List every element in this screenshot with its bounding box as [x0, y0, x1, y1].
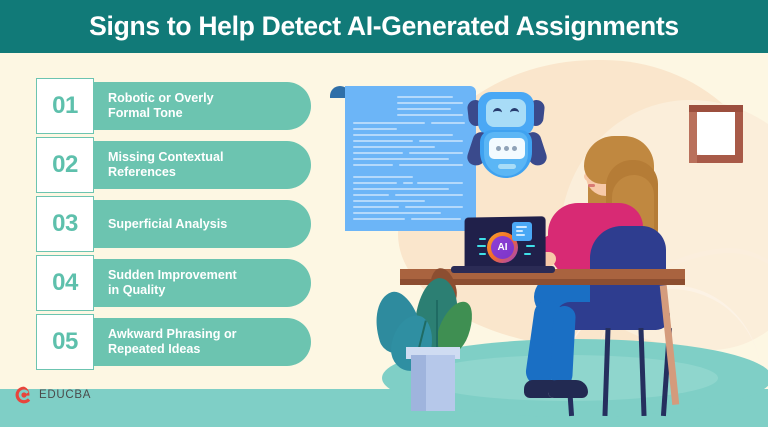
list-item-pill: Sudden Improvement in Quality	[66, 259, 311, 307]
document-text-line	[441, 114, 459, 116]
document-text-line	[397, 114, 463, 116]
document-text-line	[353, 152, 403, 154]
robot-eye-left	[493, 108, 502, 116]
document-text-line	[353, 176, 413, 178]
document-text-line	[423, 108, 451, 110]
list-item-number: 03	[52, 210, 78, 237]
document-text-line	[353, 188, 449, 190]
list-item-number: 04	[52, 269, 78, 296]
document-text-line	[419, 140, 463, 142]
document-text-line	[431, 122, 465, 124]
document-text-line	[397, 102, 463, 104]
laptop-base	[451, 266, 555, 273]
wall-picture-frame	[689, 105, 743, 163]
plant-pot-shadow	[411, 355, 426, 411]
list-item-number-box: 05	[36, 314, 94, 370]
desk-edge	[400, 279, 685, 285]
document-icon-line	[516, 230, 523, 232]
list-item-label: Missing Contextual References	[108, 150, 224, 179]
person-shoe	[548, 380, 588, 398]
document-text-line	[353, 140, 413, 142]
person-lips	[588, 184, 595, 187]
robot-typing-dot	[504, 146, 509, 151]
document-icon-line	[516, 226, 527, 228]
list-item[interactable]: Awkward Phrasing or Repeated Ideas 05	[36, 314, 311, 370]
list-item-pill: Robotic or Overly Formal Tone	[66, 82, 311, 130]
list-item-number: 01	[52, 92, 78, 119]
robot-face-screen	[486, 99, 526, 127]
document-text-line	[409, 152, 463, 154]
document-text-line	[353, 164, 393, 166]
document-sheet	[345, 86, 476, 231]
list-item-number-box: 02	[36, 137, 94, 193]
educba-mark-icon	[14, 385, 34, 405]
document-icon	[512, 222, 532, 241]
document-icon-line	[516, 234, 525, 236]
list-item-label: Robotic or Overly Formal Tone	[108, 91, 214, 120]
document-text-line	[399, 164, 463, 166]
list-item[interactable]: Superficial Analysis 03	[36, 196, 311, 252]
document-text-line	[403, 182, 413, 184]
list-item-pill: Superficial Analysis	[66, 200, 311, 248]
document-text-line	[397, 108, 441, 110]
list-item-number-box: 03	[36, 196, 94, 252]
list-item[interactable]: Sudden Improvement in Quality 04	[36, 255, 311, 311]
document-text-line	[395, 194, 463, 196]
robot-eye-right	[510, 108, 519, 116]
frame-canvas	[697, 112, 735, 155]
list-item-number: 05	[52, 328, 78, 355]
document-text-line	[353, 182, 397, 184]
document-text-line	[353, 206, 399, 208]
ai-badge-label: AI	[497, 242, 508, 253]
robot-mouth-bar	[498, 164, 516, 169]
document-text-line	[353, 194, 389, 196]
document-text-line	[353, 212, 441, 214]
list-item-pill: Awkward Phrasing or Repeated Ideas	[66, 318, 311, 366]
document-text-line	[353, 158, 449, 160]
list-item-number-box: 04	[36, 255, 94, 311]
document-text-line	[353, 122, 425, 124]
page-title: Signs to Help Detect AI-Generated Assign…	[89, 11, 679, 41]
document-text-line	[397, 96, 453, 98]
document-text-line	[353, 218, 405, 220]
document-text-line	[405, 206, 463, 208]
list-item-label: Awkward Phrasing or Repeated Ideas	[108, 327, 237, 356]
header-banner: Signs to Help Detect AI-Generated Assign…	[0, 0, 768, 53]
robot-typing-dot	[512, 146, 517, 151]
person-shin-secondary	[549, 305, 577, 387]
document-text-line	[353, 128, 397, 130]
educba-logo-text: EDUCBA	[39, 389, 92, 401]
robot-typing-dot	[496, 146, 501, 151]
desk-surface	[400, 269, 685, 279]
list-item[interactable]: Missing Contextual References 02	[36, 137, 311, 193]
chat-robot	[465, 84, 549, 182]
list-item-number-box: 01	[36, 78, 94, 134]
document-text-line	[353, 200, 425, 202]
ai-badge: AI	[491, 236, 514, 259]
document-text-line	[353, 146, 435, 148]
frame-bevel-left	[689, 105, 697, 163]
list-item-number: 02	[52, 151, 78, 178]
plant-stem	[436, 300, 438, 358]
list-item-label: Superficial Analysis	[108, 216, 228, 231]
list-item-label: Sudden Improvement in Quality	[108, 268, 237, 297]
document-text-line	[353, 134, 453, 136]
educba-logo: EDUCBA	[14, 385, 91, 405]
list-item-pill: Missing Contextual References	[66, 141, 311, 189]
frame-bevel-top	[689, 105, 743, 112]
document-text-line	[417, 182, 463, 184]
list-item[interactable]: Robotic or Overly Formal Tone 01	[36, 78, 311, 134]
document-text-line	[411, 218, 461, 220]
